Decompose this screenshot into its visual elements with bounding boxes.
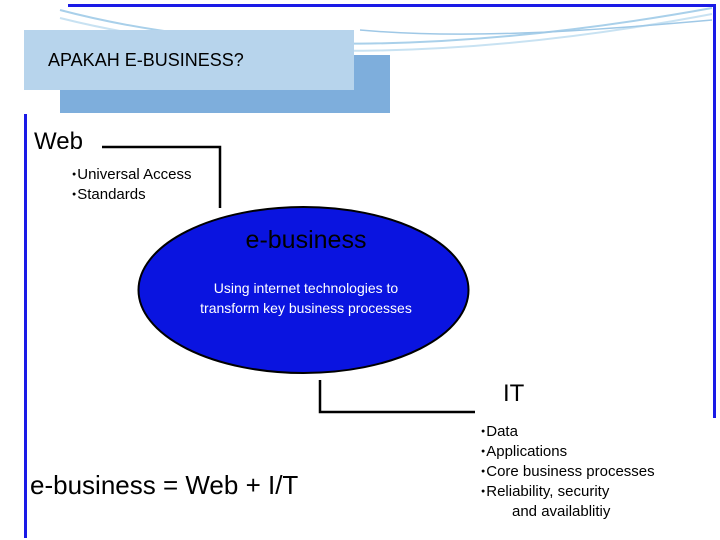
it-bullet-item: Applications bbox=[481, 442, 655, 462]
frame-left-line bbox=[24, 114, 27, 538]
formula-text: e-business = Web + I/T bbox=[30, 470, 299, 500]
frame-top-line bbox=[68, 4, 714, 7]
slide-title: APAKAH E-BUSINESS? bbox=[48, 50, 244, 70]
ebusiness-desc-line: Using internet technologies to bbox=[213, 280, 399, 296]
it-bullet-item: Reliability, security bbox=[481, 482, 655, 502]
ebusiness-description: Using internet technologies to transform… bbox=[137, 278, 475, 318]
it-bullet-list: Data Applications Core business processe… bbox=[481, 422, 655, 522]
it-bullet-continuation: and availablitiy bbox=[512, 503, 611, 521]
ebusiness-ellipse bbox=[137, 206, 470, 374]
ebusiness-desc-line: transform key business processes bbox=[200, 300, 412, 316]
web-bullet-item: Universal Access bbox=[72, 165, 191, 185]
it-bullet-item: Core business processes bbox=[481, 462, 654, 482]
title-box bbox=[24, 30, 354, 90]
it-bullet-item: Data bbox=[481, 422, 655, 442]
it-label: IT bbox=[503, 380, 525, 407]
ebusiness-title: e-business bbox=[245, 226, 367, 254]
frame-right-line bbox=[713, 4, 716, 418]
web-bullet-item: Standards bbox=[72, 185, 191, 205]
web-bullet-list: Universal Access Standards bbox=[72, 165, 191, 205]
web-label: Web bbox=[34, 128, 83, 155]
